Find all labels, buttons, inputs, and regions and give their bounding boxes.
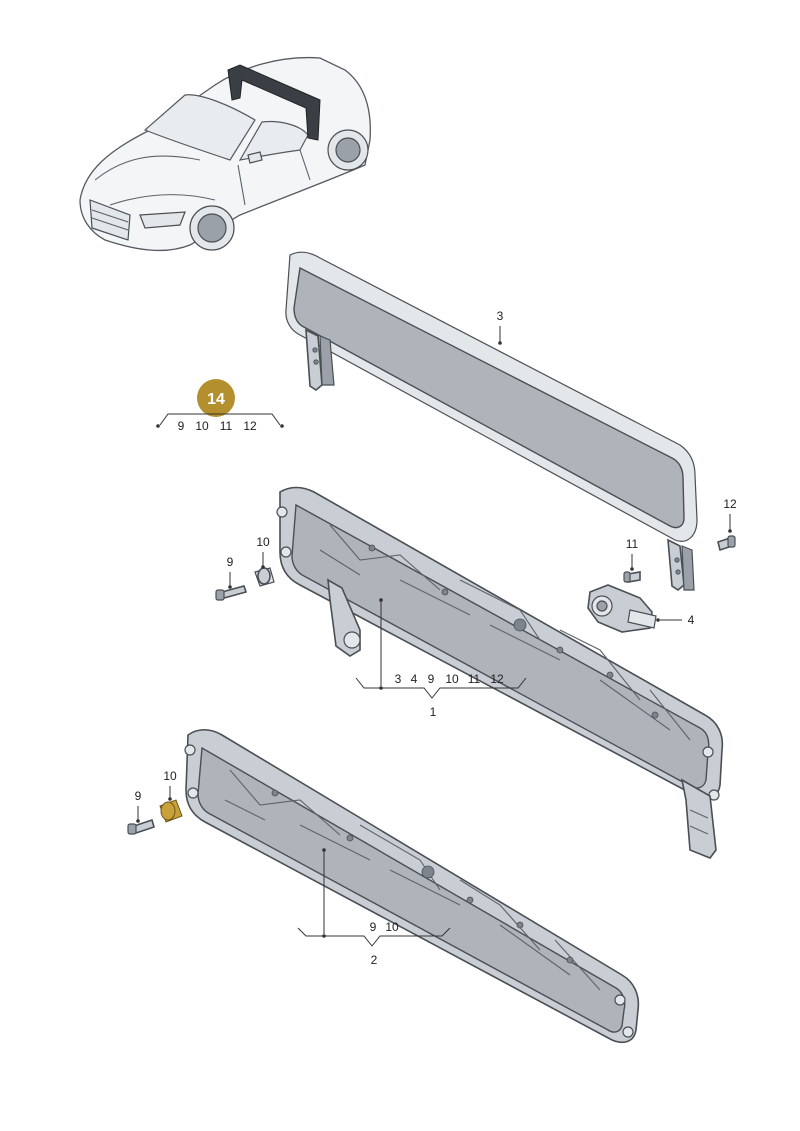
callout-11: 11 [626,537,639,571]
svg-text:9: 9 [135,789,142,803]
svg-text:12: 12 [723,497,737,511]
group-badge: 14 [197,379,235,417]
svg-text:4: 4 [688,613,695,627]
group-set-bracket: 9 10 11 12 [156,413,284,433]
callout-3: 3 [497,309,504,345]
group-set-item-10: 10 [195,419,209,433]
callout-2-group: 9 10 2 [297,848,451,967]
frame-upper-set-item-4: 4 [411,672,418,686]
screw-11 [623,571,641,583]
group-set-item-12: 12 [243,419,257,433]
actuator-motor [587,584,657,633]
frame-upper-set-item-3: 3 [395,672,402,686]
screw-12 [717,535,736,552]
frame-upper-set-item-12: 12 [490,672,504,686]
callout-2-label: 2 [371,953,378,967]
bushing-10-upper [254,567,275,587]
frame-upper-set-item-10: 10 [445,672,459,686]
fasteners [127,535,736,835]
callout-10-upper: 10 [256,535,270,569]
callout-9-upper: 9 [227,555,234,589]
bolt-9-lower [127,818,155,835]
frame-lower-set-item-9: 9 [370,920,377,934]
group-set-item-11: 11 [220,419,233,433]
callout-10-lower: 10 [163,769,177,801]
callout-1-group: 3 4 9 10 11 12 1 [355,598,527,719]
frame-upper-set-item-9: 9 [428,672,435,686]
group-set-item-9: 9 [178,419,185,433]
bolt-9-upper [215,585,248,601]
group-badge-label: 14 [207,391,225,408]
svg-text:9: 9 [227,555,234,569]
wind-deflector-panel [285,251,698,591]
svg-text:3: 3 [497,309,504,323]
frame-lower-set-item-10: 10 [385,920,399,934]
svg-text:10: 10 [163,769,177,783]
callout-12: 12 [723,497,737,533]
windstop-frame-lower [184,728,640,1044]
callout-1-label: 1 [430,705,437,719]
svg-text:10: 10 [256,535,270,549]
callout-9-lower: 9 [135,789,142,823]
windstop-frame-upper [276,486,724,859]
frame-upper-set-item-11: 11 [468,672,481,686]
callout-4: 4 [656,613,695,627]
bushing-10-lower-highlighted [159,799,183,823]
group-badge-circle [197,379,235,417]
svg-text:11: 11 [626,537,639,551]
car-overview-illustration [79,56,371,252]
